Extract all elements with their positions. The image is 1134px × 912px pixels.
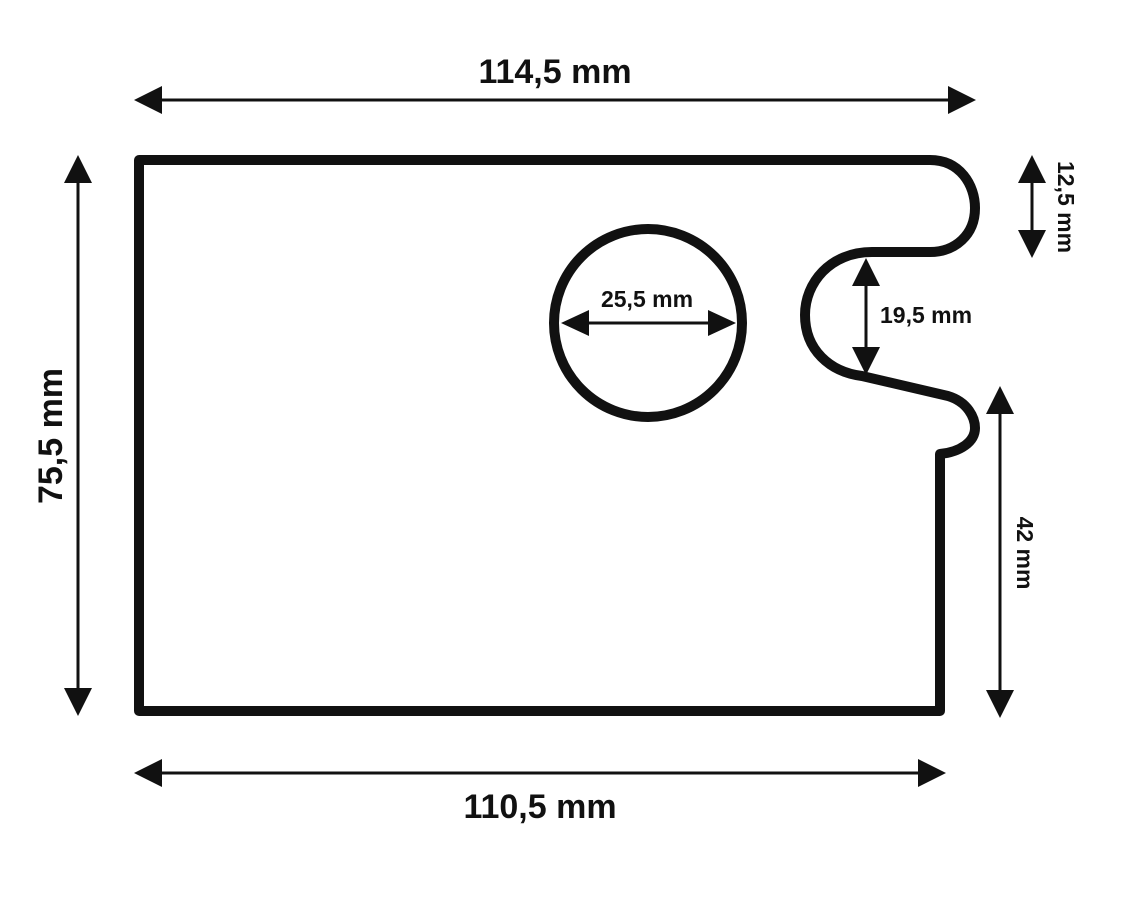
- arrow-left-icon: [134, 759, 162, 787]
- dimension-left-height: 75,5 mm: [32, 155, 92, 716]
- hole-diameter-label: 25,5 mm: [601, 286, 693, 312]
- dimension-bottom-width: 110,5 mm: [134, 759, 946, 826]
- top-width-label: 114,5 mm: [478, 53, 631, 91]
- dimension-hole-diameter: 25,5 mm: [561, 286, 736, 336]
- lower-edge-height-label: 42 mm: [1012, 517, 1038, 590]
- arrow-up-icon: [986, 386, 1014, 414]
- left-height-label: 75,5 mm: [32, 368, 70, 504]
- arrow-left-icon: [134, 86, 162, 114]
- dimension-top-tab-height: 12,5 mm: [1018, 155, 1079, 258]
- slot-width-label: 19,5 mm: [880, 302, 972, 328]
- part-outline: [134, 155, 980, 716]
- arrow-down-icon: [64, 688, 92, 716]
- bottom-width-label: 110,5 mm: [463, 788, 616, 826]
- arrow-up-icon: [1018, 155, 1046, 183]
- arrow-down-icon: [986, 690, 1014, 718]
- dimension-lower-edge-height: 42 mm: [986, 386, 1038, 718]
- arrow-down-icon: [852, 347, 880, 375]
- arrow-up-icon: [852, 258, 880, 286]
- arrow-up-icon: [64, 155, 92, 183]
- arrow-right-icon: [708, 310, 736, 336]
- top-tab-height-label: 12,5 mm: [1053, 161, 1079, 253]
- arrow-right-icon: [948, 86, 976, 114]
- hole-circle: [549, 224, 747, 422]
- dimension-top-width: 114,5 mm: [134, 53, 976, 114]
- arrow-down-icon: [1018, 230, 1046, 258]
- arrow-right-icon: [918, 759, 946, 787]
- arrow-left-icon: [561, 310, 589, 336]
- dimension-slot-width: 19,5 mm: [852, 258, 972, 375]
